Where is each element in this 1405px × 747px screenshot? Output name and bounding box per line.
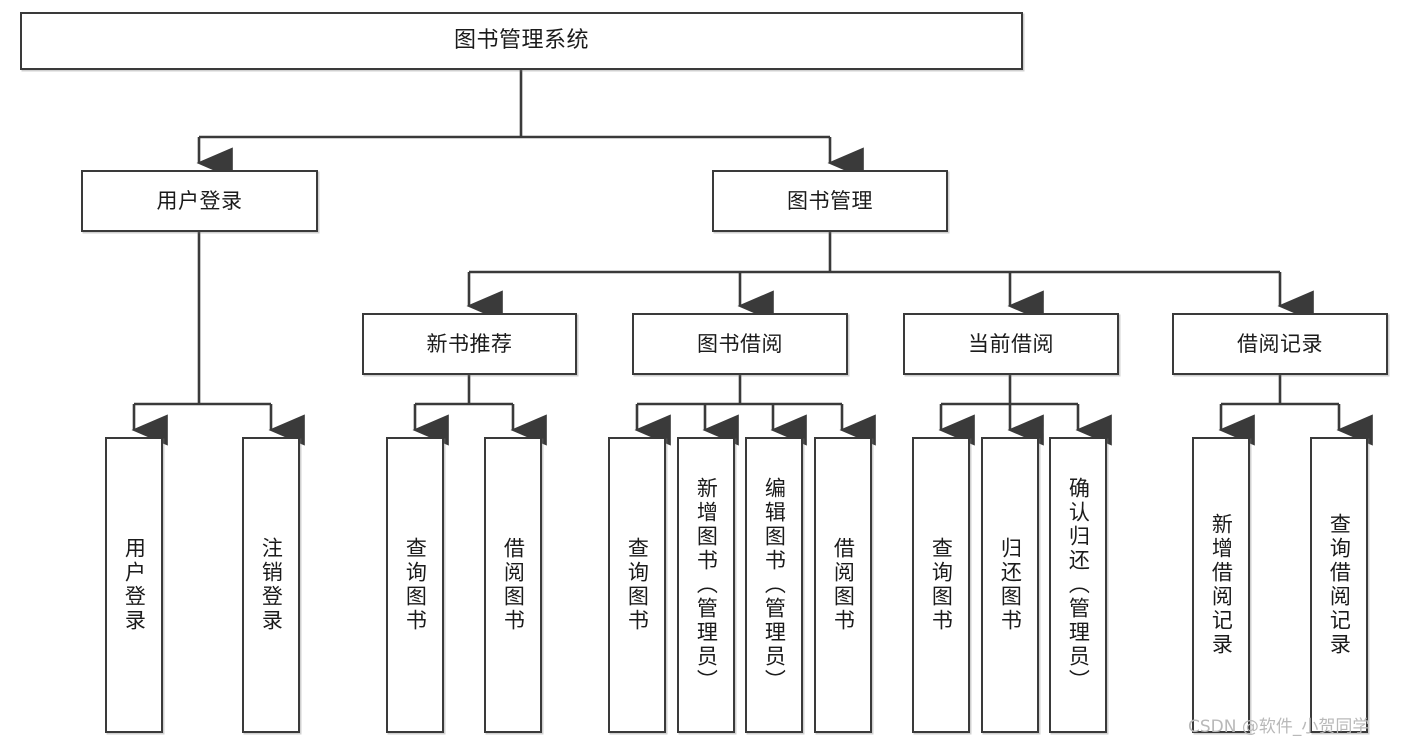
- node-label: 图书管理: [787, 188, 873, 213]
- node-label: 新增图书（管理员）: [694, 477, 719, 693]
- node-label: 注销登录: [259, 537, 284, 633]
- node-user-login[interactable]: 用户登录: [81, 170, 318, 232]
- node-label: 新增借阅记录: [1209, 513, 1234, 657]
- node-label: 图书借阅: [697, 331, 783, 356]
- node-leaf-query-book-1[interactable]: 查询图书: [386, 437, 444, 733]
- node-label: 用户登录: [122, 537, 147, 633]
- node-label: 查询图书: [625, 537, 650, 633]
- node-leaf-borrow-book-1[interactable]: 借阅图书: [484, 437, 542, 733]
- node-root-system[interactable]: 图书管理系统: [20, 12, 1023, 70]
- node-leaf-confirm-return[interactable]: 确认归还（管理员）: [1049, 437, 1107, 733]
- node-book-borrow[interactable]: 图书借阅: [632, 313, 848, 375]
- node-book-manage[interactable]: 图书管理: [712, 170, 948, 232]
- node-label: 查询图书: [403, 537, 428, 633]
- node-leaf-borrow-book-2[interactable]: 借阅图书: [814, 437, 872, 733]
- node-leaf-user-login[interactable]: 用户登录: [105, 437, 163, 733]
- node-current-borrow[interactable]: 当前借阅: [903, 313, 1119, 375]
- node-label: 确认归还（管理员）: [1066, 477, 1091, 693]
- node-label: 编辑图书（管理员）: [762, 477, 787, 693]
- node-leaf-add-record[interactable]: 新增借阅记录: [1192, 437, 1250, 733]
- node-leaf-return-book[interactable]: 归还图书: [981, 437, 1039, 733]
- node-leaf-query-book-2[interactable]: 查询图书: [608, 437, 666, 733]
- node-label: 新书推荐: [426, 331, 513, 356]
- node-label: 借阅图书: [831, 537, 856, 633]
- node-leaf-add-book[interactable]: 新增图书（管理员）: [677, 437, 735, 733]
- node-label: 当前借阅: [968, 331, 1054, 356]
- node-label: 用户登录: [156, 188, 243, 213]
- node-label: 查询图书: [929, 537, 954, 633]
- node-label: 借阅图书: [501, 537, 526, 633]
- node-borrow-record[interactable]: 借阅记录: [1172, 313, 1388, 375]
- node-leaf-query-book-3[interactable]: 查询图书: [912, 437, 970, 733]
- node-label: 借阅记录: [1237, 331, 1323, 356]
- node-leaf-logout[interactable]: 注销登录: [242, 437, 300, 733]
- node-leaf-query-record[interactable]: 查询借阅记录: [1310, 437, 1368, 733]
- node-label: 查询借阅记录: [1327, 513, 1352, 657]
- node-label: 图书管理系统: [453, 28, 589, 54]
- node-leaf-edit-book[interactable]: 编辑图书（管理员）: [745, 437, 803, 733]
- node-label: 归还图书: [998, 537, 1023, 633]
- node-new-book-rec[interactable]: 新书推荐: [362, 313, 577, 375]
- csdn-watermark: CSDN @软件_小贺同学: [1188, 717, 1370, 737]
